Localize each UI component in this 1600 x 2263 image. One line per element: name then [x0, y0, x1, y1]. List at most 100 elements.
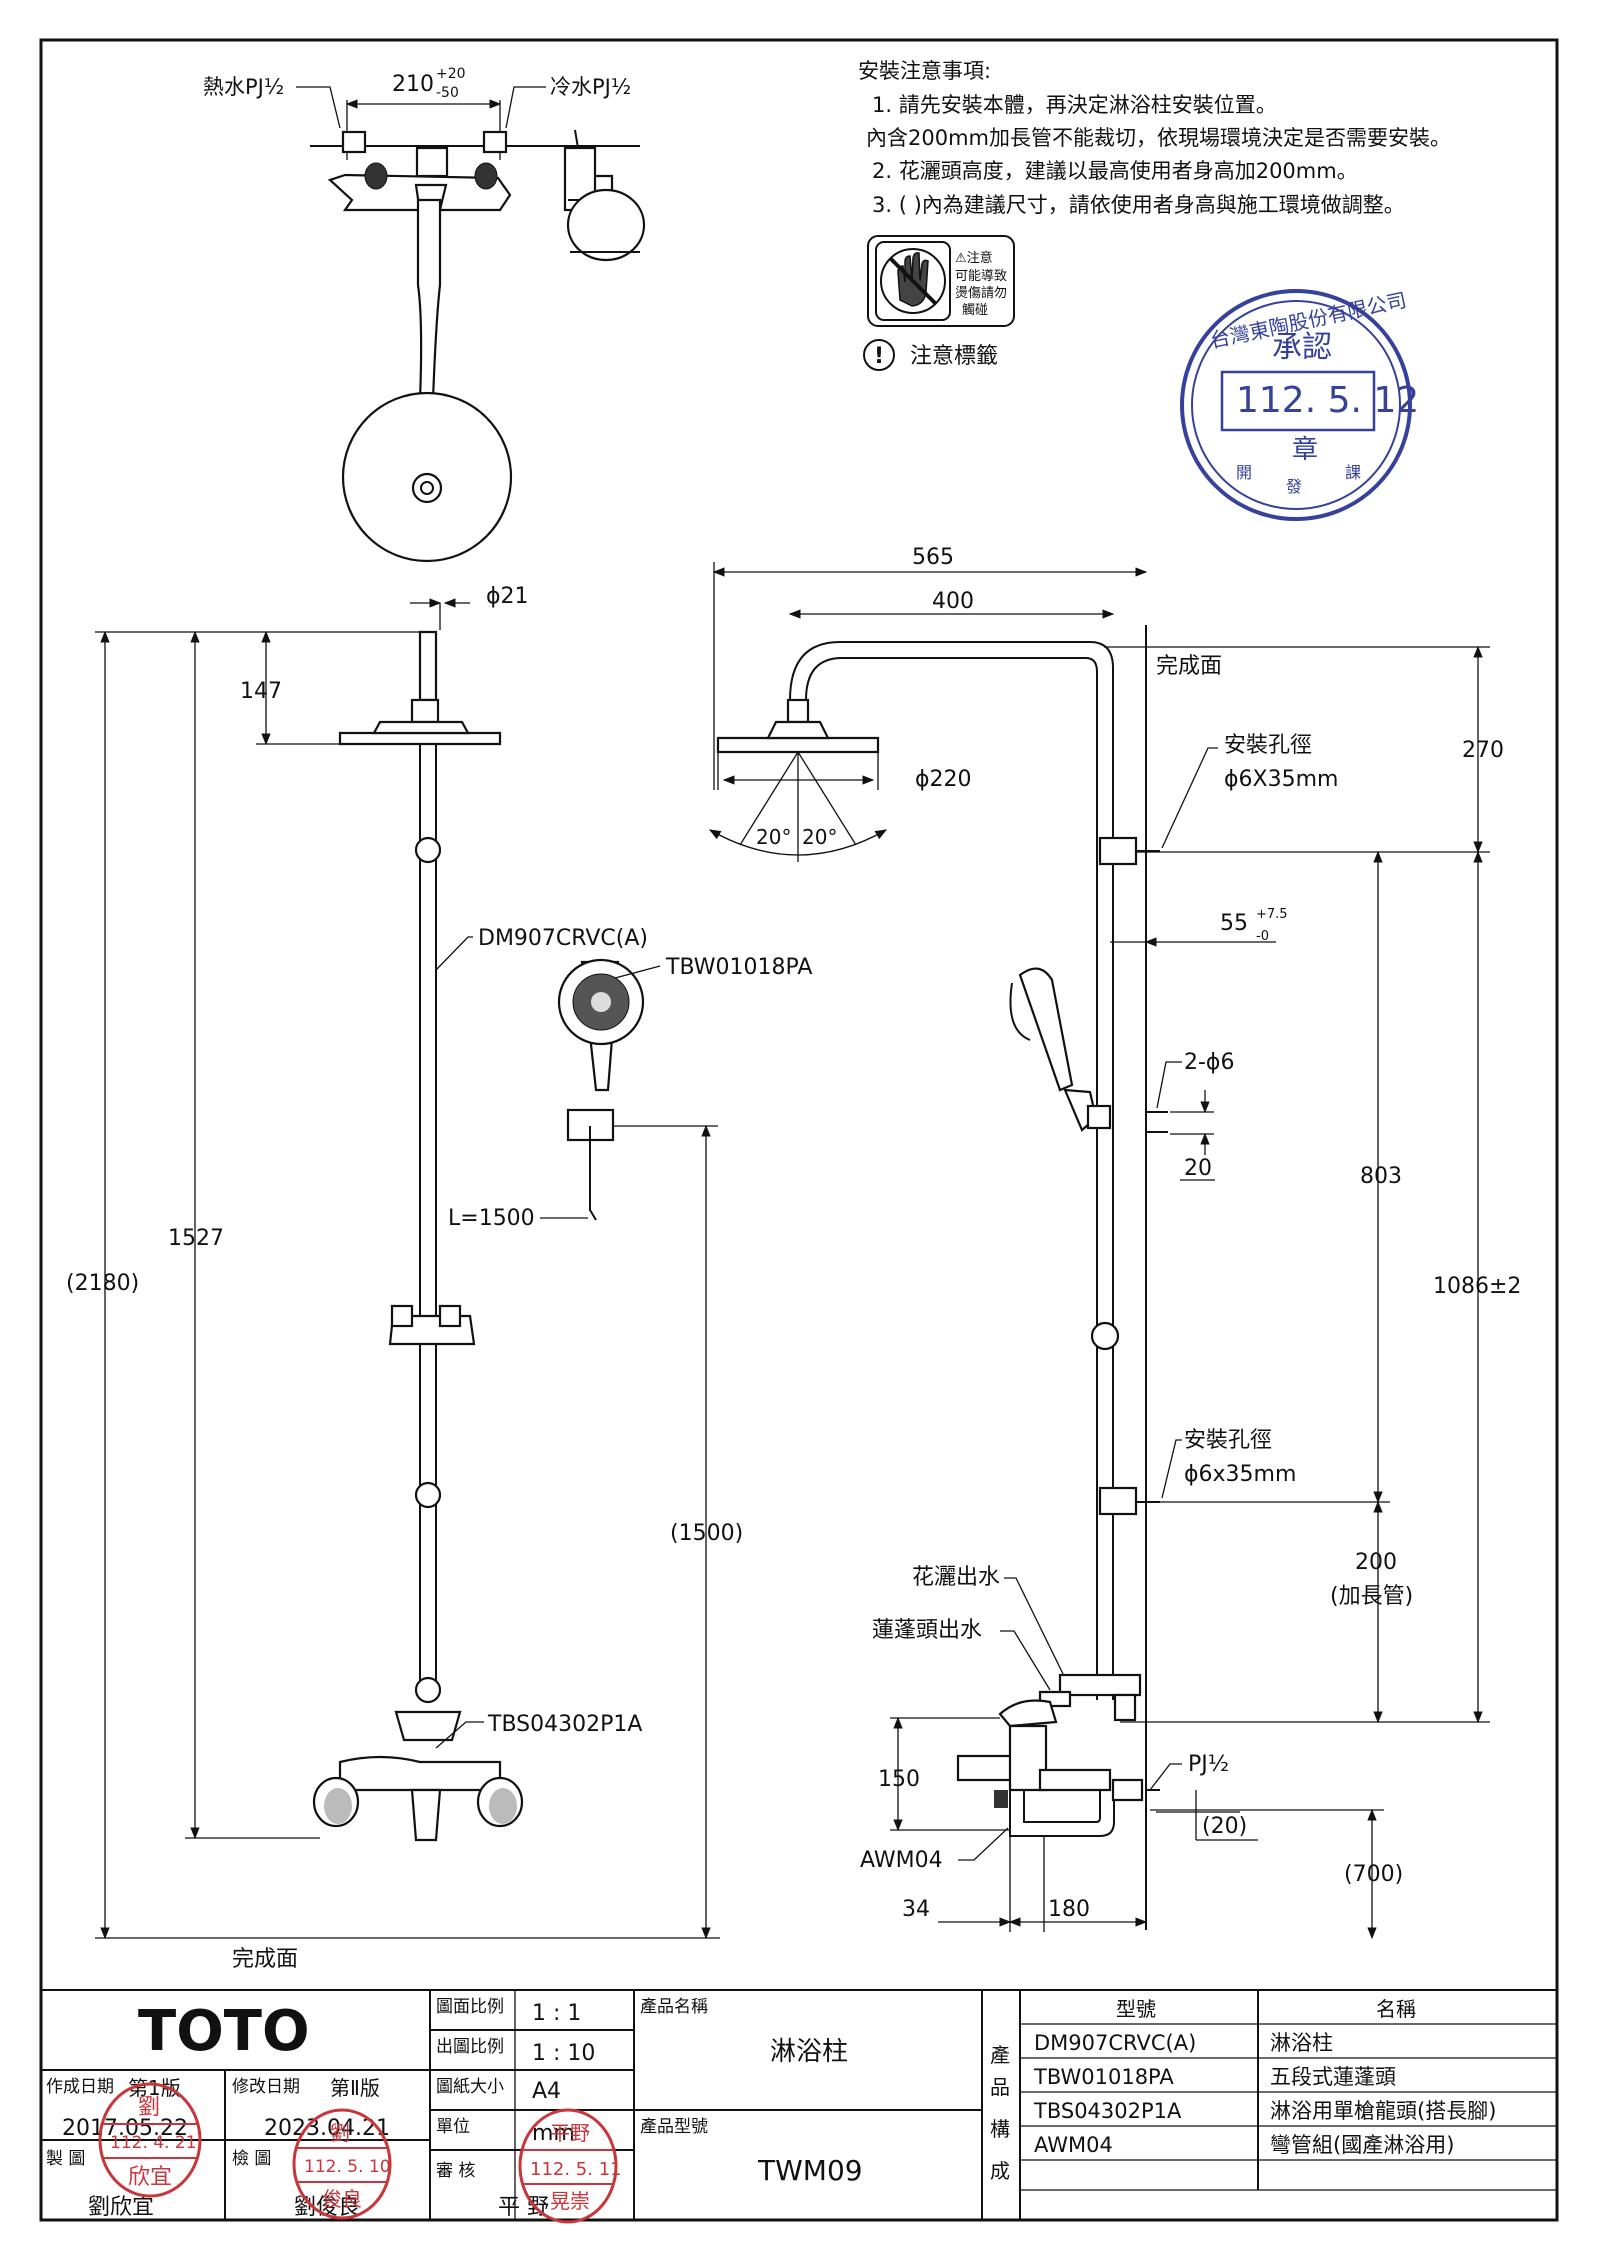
dim-180: 180	[1048, 1897, 1090, 1922]
note-line-3: 2. 花灑頭高度，建議以最高使用者身高加200mm。	[872, 159, 1358, 183]
dim-2180: (2180)	[66, 1271, 139, 1296]
notes-heading: 安裝注意事項:	[858, 59, 991, 83]
angle-right: 20°	[802, 825, 837, 849]
note-line-2: 內含200mm加長管不能裁切，依現場環境決定是否需要安裝。	[866, 126, 1451, 150]
component-model: TBW01018PA	[1033, 2065, 1174, 2089]
hole-top-size: ϕ6X35mm	[1224, 767, 1338, 792]
dim-34: 34	[902, 1897, 930, 1922]
caution-line-1: 可能導致	[955, 269, 1007, 284]
stamp-bottom-mid: 發	[1286, 477, 1302, 496]
front-view: (2180) 1527 147 ϕ21 DM907CRVC(A)	[66, 584, 812, 1972]
scale-label: 圖面比例	[436, 1997, 504, 2017]
dim-55-tol-down: -0	[1256, 929, 1269, 944]
head-diameter: ϕ220	[915, 767, 972, 792]
checked-stamp-date: 112. 5. 10	[304, 2157, 391, 2177]
pj-label: PJ½	[1188, 1752, 1229, 1777]
print-scale-value: 1 : 10	[532, 2041, 595, 2066]
drawn-stamp-date: 112. 4. 21	[110, 2133, 197, 2153]
finish-floor-label: 完成面	[232, 1947, 298, 1972]
side-view: 完成面 565 400 ϕ220 20° 20° 270 1086±2	[708, 545, 1521, 1940]
svg-text:!: !	[874, 344, 884, 369]
warning-label: 注意標籤	[910, 344, 998, 369]
dim-55: 55	[1220, 911, 1248, 936]
stamp-bottom-right: 課	[1345, 463, 1361, 482]
hole-bottom-size: ϕ6x35mm	[1184, 1462, 1296, 1487]
dim-20b: (20)	[1202, 1814, 1247, 1839]
review-stamp-top: 平野	[550, 2121, 590, 2145]
stamp-bottom-left: 開	[1236, 463, 1252, 482]
dim-803: 803	[1360, 1164, 1402, 1189]
product-model: TWM09	[757, 2154, 863, 2187]
print-scale-label: 出圖比例	[436, 2037, 504, 2057]
top-view: 熱水PJ½ 冷水PJ½ 210 +20 -50	[203, 66, 646, 563]
spacing-tol-up: +20	[436, 66, 466, 82]
dim-150: 150	[878, 1767, 920, 1792]
warning-note: ! 注意標籤	[863, 339, 998, 371]
modified-version: 第Ⅱ版	[330, 2076, 380, 2100]
components-label-1: 產	[990, 2043, 1010, 2067]
checked-label: 檢 圖	[232, 2149, 271, 2169]
brand-logo: TOTO	[138, 1999, 310, 2064]
stamp-title: 承認	[1272, 330, 1332, 365]
review-stamp: 平野 112. 5. 11 晃崇	[518, 2108, 622, 2224]
created-label: 作成日期	[46, 2077, 114, 2097]
outlet-hand-label: 蓮蓬頭出水	[872, 1618, 982, 1643]
dim-55-tol-up: +7.5	[1256, 907, 1288, 922]
dim-400: 400	[932, 589, 974, 614]
dim-147: 147	[240, 679, 282, 704]
installation-notes: 安裝注意事項: 1. 請先安裝本體，再決定淋浴柱安裝位置。 內含200mm加長管…	[858, 59, 1451, 217]
dim-1527: 1527	[168, 1226, 224, 1251]
angle-left: 20°	[756, 825, 791, 849]
checked-stamp-bottom: 俊良	[322, 2187, 362, 2211]
dim-700: (700)	[1344, 1862, 1403, 1887]
created-date: 2017.05.22	[62, 2116, 188, 2141]
holes-2-label: 2-ϕ6	[1184, 1050, 1234, 1075]
dim-1086: 1086±2	[1433, 1274, 1521, 1299]
dim-270: 270	[1462, 738, 1504, 763]
checked-stamp: 劉 112. 5. 10 俊良	[292, 2108, 392, 2220]
note-line-4: 3. ( )內為建議尺寸，請依使用者身高與施工環境做調整。	[872, 193, 1405, 217]
scale-value: 1 : 1	[532, 2001, 581, 2026]
dim-565: 565	[912, 545, 954, 570]
unit-label: 單位	[436, 2117, 470, 2137]
components-label-2: 品	[990, 2075, 1010, 2099]
title-block: TOTO 圖面比例 1 : 1 出圖比例 1 : 10 圖紙大小 A4 單位 m…	[40, 1989, 1558, 2224]
component-name: 淋浴用單槍龍頭(搭長腳)	[1270, 2099, 1496, 2123]
no-touch-hand-icon	[880, 248, 946, 314]
stamp-date: 112. 5. 12	[1236, 380, 1419, 421]
hose-label: L=1500	[448, 1206, 535, 1231]
component-model: DM907CRVC(A)	[1034, 2031, 1196, 2055]
product-model-label: 產品型號	[640, 2117, 708, 2137]
outlet-head-label: 花灑出水	[912, 1565, 1000, 1590]
component-name: 彎管組(國產淋浴用)	[1270, 2133, 1454, 2157]
drawn-stamp-top: 劉	[138, 2095, 160, 2120]
checked-stamp-top: 劉	[330, 2121, 350, 2145]
approval-stamp: 台灣東陶股份有限公司 承認 112. 5. 12 章 開 發 課	[1180, 288, 1419, 521]
drawn-stamp-bottom: 欣宜	[128, 2165, 172, 2190]
hole-top-label: 安裝孔徑	[1224, 733, 1312, 758]
dim-200-note: (加長管)	[1330, 1584, 1413, 1609]
caution-title: ⚠注意	[955, 250, 993, 266]
finish-wall-label: 完成面	[1156, 654, 1222, 679]
col-model-header: 型號	[1116, 1997, 1156, 2021]
spacing-tol-down: -50	[436, 85, 459, 101]
caution-line-2: 燙傷請勿	[955, 286, 1007, 301]
hot-water-label: 熱水PJ½	[203, 75, 284, 99]
hole-bottom-label: 安裝孔徑	[1184, 1428, 1272, 1453]
product-name-label: 產品名稱	[640, 1997, 708, 2017]
unit-value: mm	[532, 2121, 575, 2146]
drawn-stamp: 劉 112. 4. 21 欣宜	[98, 2082, 202, 2198]
dim-1500: (1500)	[670, 1521, 743, 1546]
pipe-diameter: ϕ21	[486, 584, 529, 609]
spacing-dim: 210	[392, 72, 434, 97]
review-stamp-bottom: 晃崇	[550, 2189, 590, 2213]
note-line-1: 1. 請先安裝本體，再決定淋浴柱安裝位置。	[872, 93, 1277, 117]
component-name: 五段式蓮蓬頭	[1270, 2065, 1396, 2089]
cold-water-label: 冷水PJ½	[550, 75, 631, 99]
review-stamp-date: 112. 5. 11	[530, 2159, 622, 2180]
exclamation-icon	[863, 339, 895, 371]
paper-size-label: 圖紙大小	[436, 2077, 504, 2097]
column-label: DM907CRVC(A)	[478, 926, 648, 951]
components-label-4: 成	[990, 2159, 1010, 2183]
